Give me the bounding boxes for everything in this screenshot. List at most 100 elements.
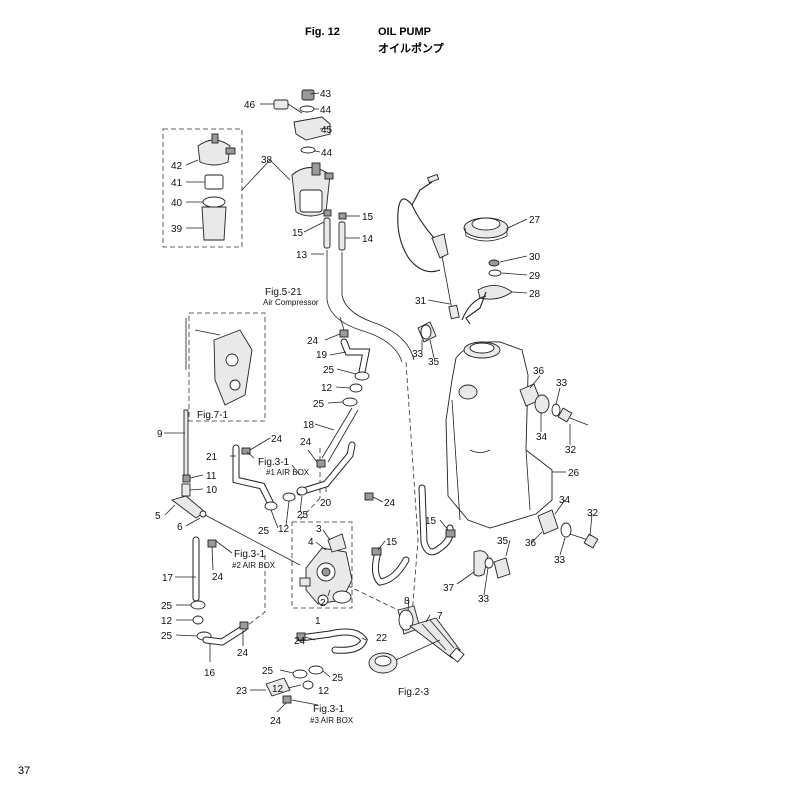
callout-41: 41 xyxy=(171,178,183,189)
ref-fig5-21: Fig.5-21 xyxy=(265,287,302,298)
callout-26: 26 xyxy=(568,468,580,479)
callout-43: 43 xyxy=(320,89,332,100)
clamp-25-e xyxy=(190,600,206,610)
callout-35-bottom: 35 xyxy=(497,536,509,547)
callout-10: 10 xyxy=(206,485,218,496)
callout-13: 13 xyxy=(296,250,308,261)
bolt-32-lower xyxy=(569,533,599,549)
clip-15-c xyxy=(371,547,382,556)
callout-36-lower: 36 xyxy=(525,538,537,549)
callout-33-bottom: 33 xyxy=(478,594,490,605)
callout-24-c: 24 xyxy=(300,437,312,448)
figure-title: OIL PUMP xyxy=(378,26,431,38)
hose-13 xyxy=(323,217,331,249)
callout-46: 46 xyxy=(244,100,256,111)
callout-12-label-23area: 12 xyxy=(272,684,284,695)
callout-32-lower: 32 xyxy=(587,508,599,519)
callout-9: 9 xyxy=(157,429,163,440)
callout-8: 8 xyxy=(404,596,410,607)
ref-fig5-21-sub: Air Compressor xyxy=(263,298,319,307)
dash-leader-a xyxy=(299,448,321,521)
bolt-46 xyxy=(273,99,303,114)
hose-route-left xyxy=(326,250,403,363)
screw-30 xyxy=(488,259,500,267)
callout-5: 5 xyxy=(155,511,161,522)
callout-16: 16 xyxy=(204,668,216,679)
grommet-34-upper xyxy=(534,394,550,414)
clamp-25-b xyxy=(296,486,308,496)
callout-25-g: 25 xyxy=(262,666,274,677)
fig7-1-linkage xyxy=(194,329,253,406)
ref-fig3-1-b-sub: #2 AIR BOX xyxy=(232,561,276,570)
callout-12-b: 12 xyxy=(321,383,333,394)
callout-33-upper-right: 33 xyxy=(556,378,568,389)
level-gauge-31 xyxy=(397,173,460,320)
clip-24-d xyxy=(207,539,217,548)
dash-leader-b xyxy=(247,555,266,626)
callout-22: 22 xyxy=(376,633,388,644)
washer-44-bottom xyxy=(300,146,316,154)
callout-34-upper: 34 xyxy=(536,432,548,443)
callout-3: 3 xyxy=(316,524,322,535)
joint-12-d xyxy=(302,680,314,690)
clip-24-g xyxy=(282,695,292,704)
clip-24-f xyxy=(296,632,306,641)
callout-25-h: 25 xyxy=(332,673,344,684)
callout-23: 23 xyxy=(236,686,248,697)
filter-cup-39 xyxy=(201,206,227,241)
leader-lines xyxy=(164,92,593,713)
ref-fig3-1-b: Fig.3-1 xyxy=(234,549,266,560)
callout-31: 31 xyxy=(415,296,427,307)
washer-33-bottom xyxy=(484,557,494,569)
callout-19: 19 xyxy=(316,350,328,361)
ref-fig3-1-c-sub: #3 AIR BOX xyxy=(310,716,354,725)
hose-18-line-b xyxy=(327,409,359,463)
callout-40: 40 xyxy=(171,198,183,209)
callout-12-a: 12 xyxy=(278,524,290,535)
clip-15-b xyxy=(338,212,347,220)
callout-24-a: 24 xyxy=(271,434,283,445)
part-23 xyxy=(265,677,291,697)
callout-21: 21 xyxy=(206,452,218,463)
grommet-33-upper xyxy=(417,321,437,343)
filter-element-41 xyxy=(204,174,224,190)
callout-4: 4 xyxy=(308,537,314,548)
callout-39: 39 xyxy=(171,224,183,235)
bracket-37 xyxy=(473,550,489,577)
callout-42: 42 xyxy=(171,161,183,172)
callout-33-lower: 33 xyxy=(554,555,566,566)
hose-18-line-a xyxy=(321,407,353,459)
sender-wire xyxy=(461,295,487,321)
leader-fig2-3 xyxy=(395,639,441,661)
clamp-25-c xyxy=(354,371,370,381)
ref-fig2-3: Fig.2-3 xyxy=(398,687,430,698)
callout-7: 7 xyxy=(437,611,443,622)
callout-36-upper: 36 xyxy=(533,366,545,377)
washer-44-top xyxy=(299,105,315,113)
callout-34-lower: 34 xyxy=(559,495,571,506)
clip-24-e xyxy=(239,621,249,630)
callout-15-right: 15 xyxy=(425,516,437,527)
hose-route-right xyxy=(341,252,415,361)
sender-plate-28 xyxy=(465,285,513,325)
o-ring-40 xyxy=(202,196,226,208)
callout-24-e: 24 xyxy=(237,648,249,659)
washer-29 xyxy=(488,269,502,277)
dash-leader-c xyxy=(405,361,419,616)
callout-14: 14 xyxy=(362,234,374,245)
bracket-45 xyxy=(293,116,331,141)
callout-1: 1 xyxy=(315,616,321,627)
joint-12-c xyxy=(192,615,204,625)
drive-shaft-7 xyxy=(409,617,465,663)
callout-20: 20 xyxy=(320,498,332,509)
callout-33-upper-left: 33 xyxy=(412,349,424,360)
joint-12-b xyxy=(349,383,363,393)
callout-24-h: 24 xyxy=(384,498,396,509)
callout-18: 18 xyxy=(303,420,315,431)
ref-fig3-1-a: Fig.3-1 xyxy=(258,457,290,468)
callout-45: 45 xyxy=(321,125,333,136)
gear-fig2-3 xyxy=(368,652,398,674)
callout-37: 37 xyxy=(443,583,455,594)
tank-cap-27 xyxy=(463,217,509,242)
